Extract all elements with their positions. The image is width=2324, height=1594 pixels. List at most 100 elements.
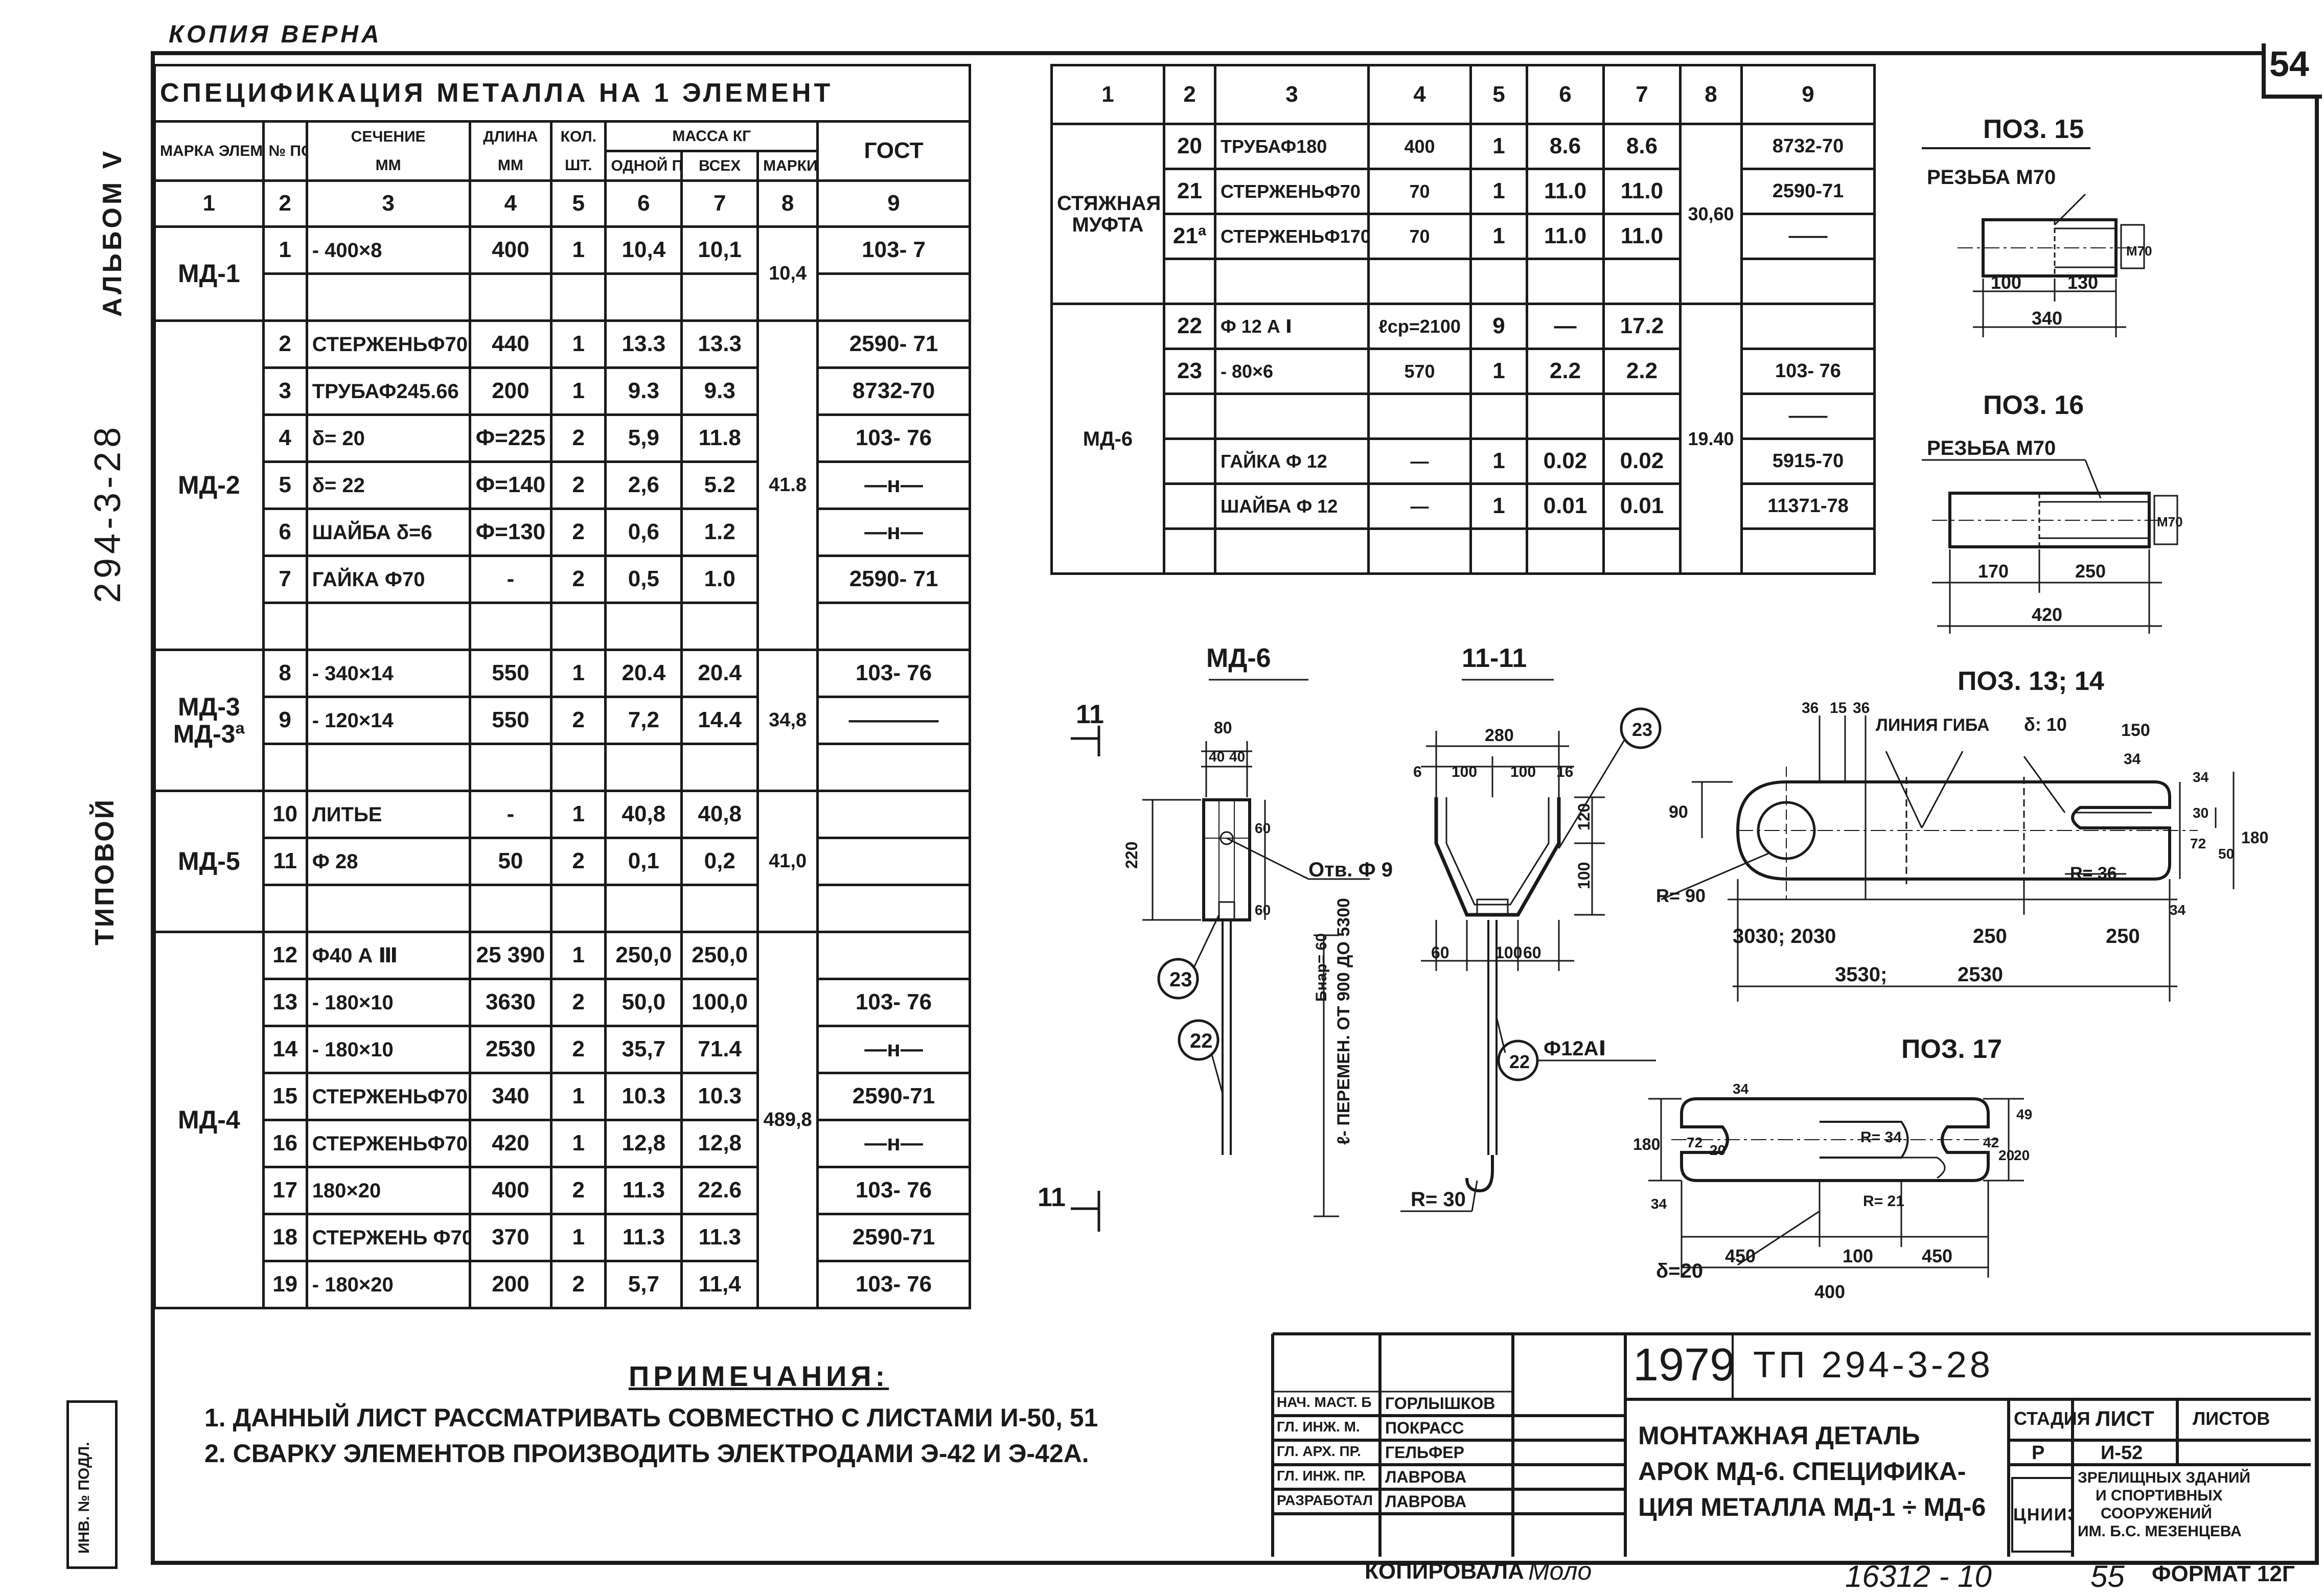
stage-value: Р	[2032, 1442, 2045, 1464]
cell-gost: 103- 76	[816, 413, 971, 463]
title-desc-1: МОНТАЖНАЯ ДЕТАЛЬ	[1638, 1421, 1920, 1450]
cell-qty	[550, 602, 607, 651]
archive-page: 55	[2090, 1559, 2125, 1593]
cell-length: Ф=130	[468, 507, 553, 557]
cell-section	[305, 272, 471, 322]
cell-length: 3630	[468, 978, 553, 1027]
cell-gost	[1740, 527, 1876, 575]
sec11-d100a: 100	[1452, 764, 1477, 780]
cell-mass-one	[604, 272, 683, 322]
copier-signature: Моло	[1528, 1557, 1592, 1585]
pos1314-delta: δ: 10	[2024, 714, 2067, 735]
cell-qty: 1	[550, 366, 607, 416]
cell-qty: 1	[550, 225, 607, 275]
pos1314-d3030: 3030; 2030	[1733, 925, 1836, 948]
pos1314-d250a: 250	[1973, 925, 2007, 948]
cell-pos: 14	[262, 1025, 308, 1074]
cell-mass-one: 50,0	[604, 978, 683, 1027]
cell-mass-one	[604, 884, 683, 933]
element-mark: СТЯЖНАЯ МУФТА	[1050, 123, 1165, 305]
note-item-2: 2. СВАРКУ ЭЛЕМЕНТОВ ПРОИЗВОДИТЬ ЭЛЕКТРОД…	[204, 1439, 1089, 1468]
sec11-d280: 280	[1485, 726, 1514, 745]
cell-qty: 1	[550, 649, 607, 698]
cell-pos	[1163, 527, 1216, 575]
sec11-d16: 16	[1556, 764, 1573, 780]
header-mass-all: ВСЕХ	[680, 150, 760, 182]
pos1314-d250b: 250	[2106, 925, 2140, 948]
cell-length: Ф=225	[468, 413, 553, 463]
cell-pos: 22	[1163, 303, 1216, 350]
org-name-4: ИМ. Б.С. МЕЗЕНЦЕВА	[2078, 1523, 2242, 1540]
pos17-d42: 42	[1983, 1135, 1999, 1150]
signer-name: ГОРЛЫШКОВ	[1385, 1394, 1495, 1413]
cell-mass-all: 71.4	[680, 1025, 760, 1074]
cell-section: ТРУБАФ245.66	[305, 366, 471, 416]
inventory-box	[66, 1400, 118, 1569]
cell-section	[305, 884, 471, 933]
cell-section: СТЕРЖЕНЬ Ф70	[305, 1213, 471, 1262]
header-mass-one: ОДНОЙ ПОЗИЦИИ	[604, 150, 683, 182]
col-number: 9	[816, 179, 971, 228]
md6-drawing	[1071, 679, 1370, 1232]
cell-length: -	[468, 790, 553, 839]
md6-hole: Отв. Ф 9	[1308, 859, 1393, 881]
cell-pos: 15	[262, 1072, 308, 1121]
cell-mass-all: 0.02	[1602, 437, 1682, 485]
cell-mass-all: 0,2	[680, 837, 760, 886]
cell-mass-one: 35,7	[604, 1025, 683, 1074]
cell-mass-one: 12,8	[604, 1119, 683, 1168]
cell-pos	[1163, 437, 1216, 485]
cell-mass-one: 11.0	[1526, 168, 1605, 215]
title-block-lines	[1271, 1332, 2311, 1557]
cell-length	[1367, 392, 1472, 440]
sheet-border	[151, 51, 2319, 1565]
cell-mass-all: 1.2	[680, 507, 760, 557]
cell-length: 2530	[468, 1025, 553, 1074]
pos15-dimh: М70	[2126, 243, 2152, 259]
md6-d220: 220	[1122, 842, 1141, 869]
cell-section: - 180×10	[305, 1025, 471, 1074]
cell-pos: 20	[1163, 123, 1216, 170]
col-number: 8	[1679, 64, 1743, 125]
sec11-d100b: 100	[1510, 764, 1536, 780]
pos1314-d50: 50	[2218, 846, 2234, 862]
pos1314-d34b: 34	[2193, 769, 2209, 785]
md6-cut-bottom: 11	[1038, 1183, 1066, 1212]
header-length: ДЛИНА	[468, 121, 553, 151]
cell-length: 420	[468, 1119, 553, 1168]
cell-qty: 1	[550, 1119, 607, 1168]
cell-mass-all: 13.3	[680, 319, 760, 369]
pos17-d34b: 34	[1651, 1196, 1667, 1212]
cell-gost: 103- 76	[816, 1166, 971, 1215]
cell-mass-one: 10.3	[604, 1072, 683, 1121]
cell-mass-one	[1526, 527, 1605, 575]
cell-qty: 1	[550, 931, 607, 980]
cell-length: 70	[1367, 213, 1472, 260]
sec11-d120: 120	[1575, 803, 1593, 830]
pos15-thread: РЕЗЬБА М70	[1927, 166, 2056, 189]
cell-gost	[1740, 258, 1876, 305]
cell-length: 550	[468, 649, 553, 698]
cell-section: ШАЙБА δ=6	[305, 507, 471, 557]
cell-gost	[816, 790, 971, 839]
signer-role: ГЛ. АРХ. ПР.	[1277, 1443, 1361, 1459]
cell-section: Ф 28	[305, 837, 471, 886]
cell-pos: 3	[262, 366, 308, 416]
cell-length: 400	[468, 1166, 553, 1215]
md6-d60b: 60	[1255, 902, 1271, 918]
md6-vert-label: ℓ- ПЕРЕМЕН. ОТ 900 ДО 5300	[1334, 898, 1353, 1145]
pos15-d2: 130	[2067, 272, 2098, 293]
stage-label: СТАДИЯ	[2014, 1408, 2090, 1429]
org-name-1: ЗРЕЛИЩНЫХ ЗДАНИЙ	[2078, 1469, 2250, 1486]
cell-pos: 11	[262, 837, 308, 886]
title-code: ТП 294-3-28	[1753, 1345, 1993, 1385]
cell-gost: 8732-70	[1740, 123, 1876, 170]
cell-section: СТЕРЖЕНЬФ70	[1214, 168, 1370, 215]
cell-qty: 1	[1469, 213, 1528, 260]
cell-section: - 180×20	[305, 1260, 471, 1309]
